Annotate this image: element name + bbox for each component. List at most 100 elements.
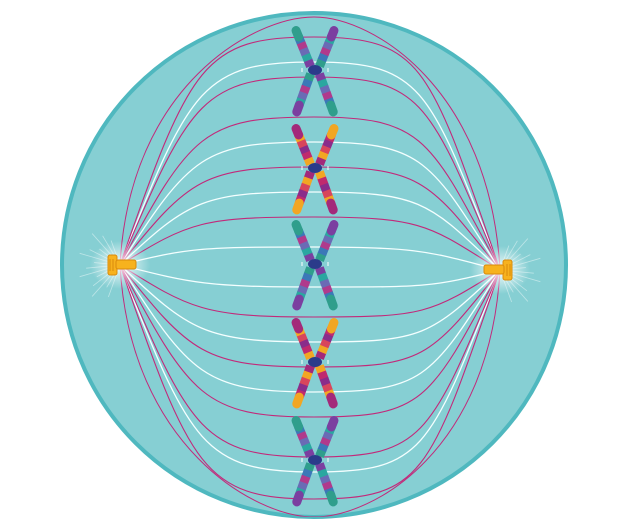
chromosome-band	[320, 144, 332, 155]
chromosome-4	[291, 318, 339, 409]
chromosome-band	[317, 370, 329, 381]
centromere	[308, 259, 322, 269]
chromosome-band	[297, 481, 309, 491]
chromosome-band	[317, 246, 329, 257]
chromosome-band	[298, 436, 310, 447]
chromosome-band	[291, 318, 304, 334]
white-spindle-fiber	[119, 264, 501, 393]
chromosome-band	[292, 392, 304, 409]
chromosome-band	[322, 234, 334, 245]
chromosome-band	[317, 150, 329, 161]
chromosome-band	[301, 52, 313, 63]
chromosome-band	[299, 474, 311, 485]
white-spindle-fiber	[119, 264, 501, 343]
chromosome-band	[303, 350, 315, 360]
chromosome-band	[326, 198, 338, 215]
chromosome-band	[292, 100, 304, 117]
chromosome-band	[319, 278, 331, 289]
magenta-spindle-fiber	[119, 36, 501, 271]
chromosome-band	[298, 144, 310, 155]
chromosome-band	[320, 436, 332, 447]
chromosome-band	[301, 468, 313, 479]
chromosome-band	[303, 72, 315, 83]
chromosome-band	[317, 442, 329, 453]
chromosome-band	[315, 462, 327, 473]
chromosome-band	[299, 278, 311, 289]
chromosome-band	[297, 91, 309, 101]
chromosome-band	[320, 240, 332, 251]
chromosome-band	[319, 376, 331, 387]
chromosome-band	[315, 364, 327, 375]
chromosome-2	[291, 124, 339, 215]
chromosome-band	[317, 176, 329, 187]
magenta-spindle-fiber	[119, 264, 501, 500]
outer-spindle-fiber	[119, 16, 501, 271]
metaphase-plate	[291, 26, 339, 507]
chromosome-band	[320, 46, 332, 57]
chromosome-band	[301, 176, 313, 187]
chromosome-band	[303, 170, 315, 181]
chromosome-band	[292, 490, 304, 507]
chromosome-band	[299, 84, 311, 95]
chromosome-band	[296, 332, 308, 343]
chromosome-band	[319, 474, 331, 485]
chromosome-band	[315, 58, 327, 68]
chromosome-band	[296, 234, 308, 245]
chromosome-band	[292, 198, 304, 215]
chromosome-band	[291, 220, 304, 236]
left-centriole-icon	[107, 254, 137, 276]
chromosome-band	[301, 370, 313, 381]
chromosome-band	[298, 338, 310, 349]
centromere	[308, 65, 322, 75]
chromosome-band	[315, 252, 327, 262]
chromosome-band	[315, 448, 327, 458]
chromosome-band	[291, 416, 304, 432]
chromosome-band	[322, 138, 334, 149]
chromosome-band	[303, 58, 315, 68]
chromosome-band	[317, 52, 329, 63]
chromosome-band	[321, 285, 333, 295]
chromosome-band	[315, 350, 327, 360]
chromosome-band	[303, 156, 315, 166]
chromosome-band	[326, 220, 339, 236]
chromosome-band	[291, 26, 304, 42]
right-centriole-icon	[483, 259, 513, 281]
right-centriole-pole	[470, 246, 530, 294]
chromosome-band	[299, 182, 311, 193]
chromosome-3	[291, 220, 339, 311]
chromosome-band	[326, 392, 338, 409]
chromosome-band	[301, 442, 313, 453]
chromosome-band	[317, 78, 329, 89]
white-spindle-fiber	[119, 191, 501, 271]
chromosome-band	[301, 246, 313, 257]
chromosome-band	[315, 170, 327, 181]
chromosome-band	[326, 294, 338, 311]
chromosome-band	[301, 344, 313, 355]
chromosome-1	[291, 26, 339, 117]
chromosome-band	[299, 376, 311, 387]
chromosome-band	[296, 430, 308, 441]
chromosome-band	[317, 468, 329, 479]
white-spindle-fiber	[119, 264, 501, 473]
chromosome-band	[320, 338, 332, 349]
outer-spindle-fiber	[119, 264, 501, 517]
chromosome-band	[298, 46, 310, 57]
chromosome-band	[297, 383, 309, 393]
chromosome-band	[322, 430, 334, 441]
chromosome-band	[319, 182, 331, 193]
chromosome-band	[319, 84, 331, 95]
chromosome-band	[317, 344, 329, 355]
chromosome-band	[326, 416, 339, 432]
chromosome-band	[321, 383, 333, 393]
chromosome-band	[326, 124, 339, 140]
chromosome-band	[291, 124, 304, 140]
chromosome-band	[322, 332, 334, 343]
chromosome-band	[321, 91, 333, 101]
white-spindle-fiber	[119, 246, 501, 271]
white-spindle-fiber	[119, 264, 501, 288]
chromosome-band	[326, 26, 339, 42]
chromosome-band	[298, 240, 310, 251]
left-centriole-pole	[90, 241, 150, 289]
chromosome-band	[326, 100, 338, 117]
